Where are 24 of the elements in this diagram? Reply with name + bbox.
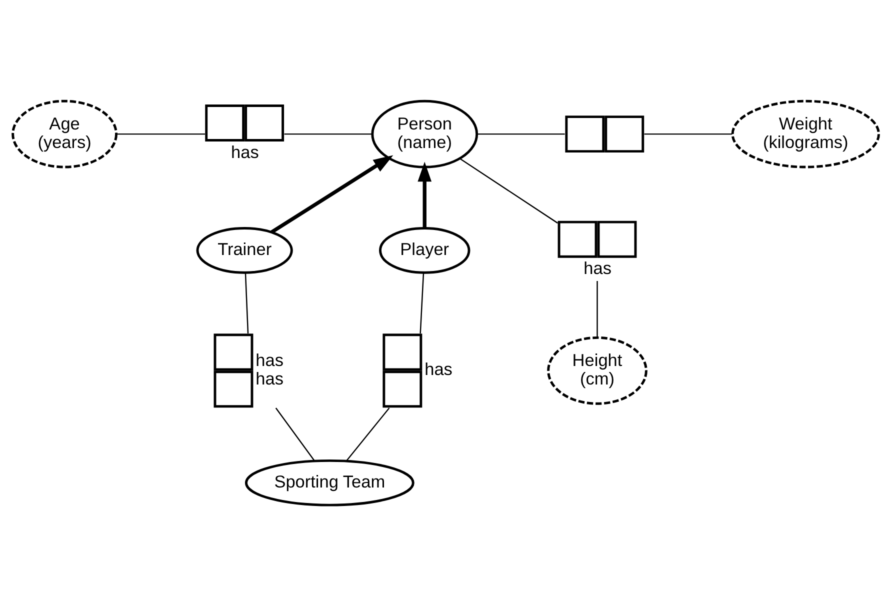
- node-label: has: [584, 258, 612, 278]
- node-ellipse: Age (years): [12, 99, 118, 168]
- node-ellipse: Weight (kilograms): [731, 99, 880, 168]
- connector: [244, 272, 249, 333]
- node-label: has: [256, 368, 284, 388]
- connector: [284, 132, 372, 134]
- node-label: has: [256, 349, 284, 370]
- node-ellipse: Trainer: [196, 226, 293, 274]
- node-ellipse: Sporting Team: [244, 458, 414, 506]
- arrow: [418, 161, 432, 228]
- connector: [420, 272, 424, 333]
- connector: [346, 407, 390, 461]
- arrow: [270, 154, 394, 234]
- node-ellipse: Player: [379, 226, 470, 274]
- connector: [477, 132, 565, 134]
- connector: [116, 132, 205, 134]
- node-label: has: [424, 358, 452, 379]
- node-ellipse: Person (name): [371, 99, 478, 168]
- connector: [275, 407, 316, 461]
- node-label: has: [231, 141, 259, 162]
- connector: [596, 280, 598, 337]
- connector: [644, 132, 732, 134]
- connector: [460, 158, 558, 224]
- node-ellipse: Height (cm): [547, 336, 648, 404]
